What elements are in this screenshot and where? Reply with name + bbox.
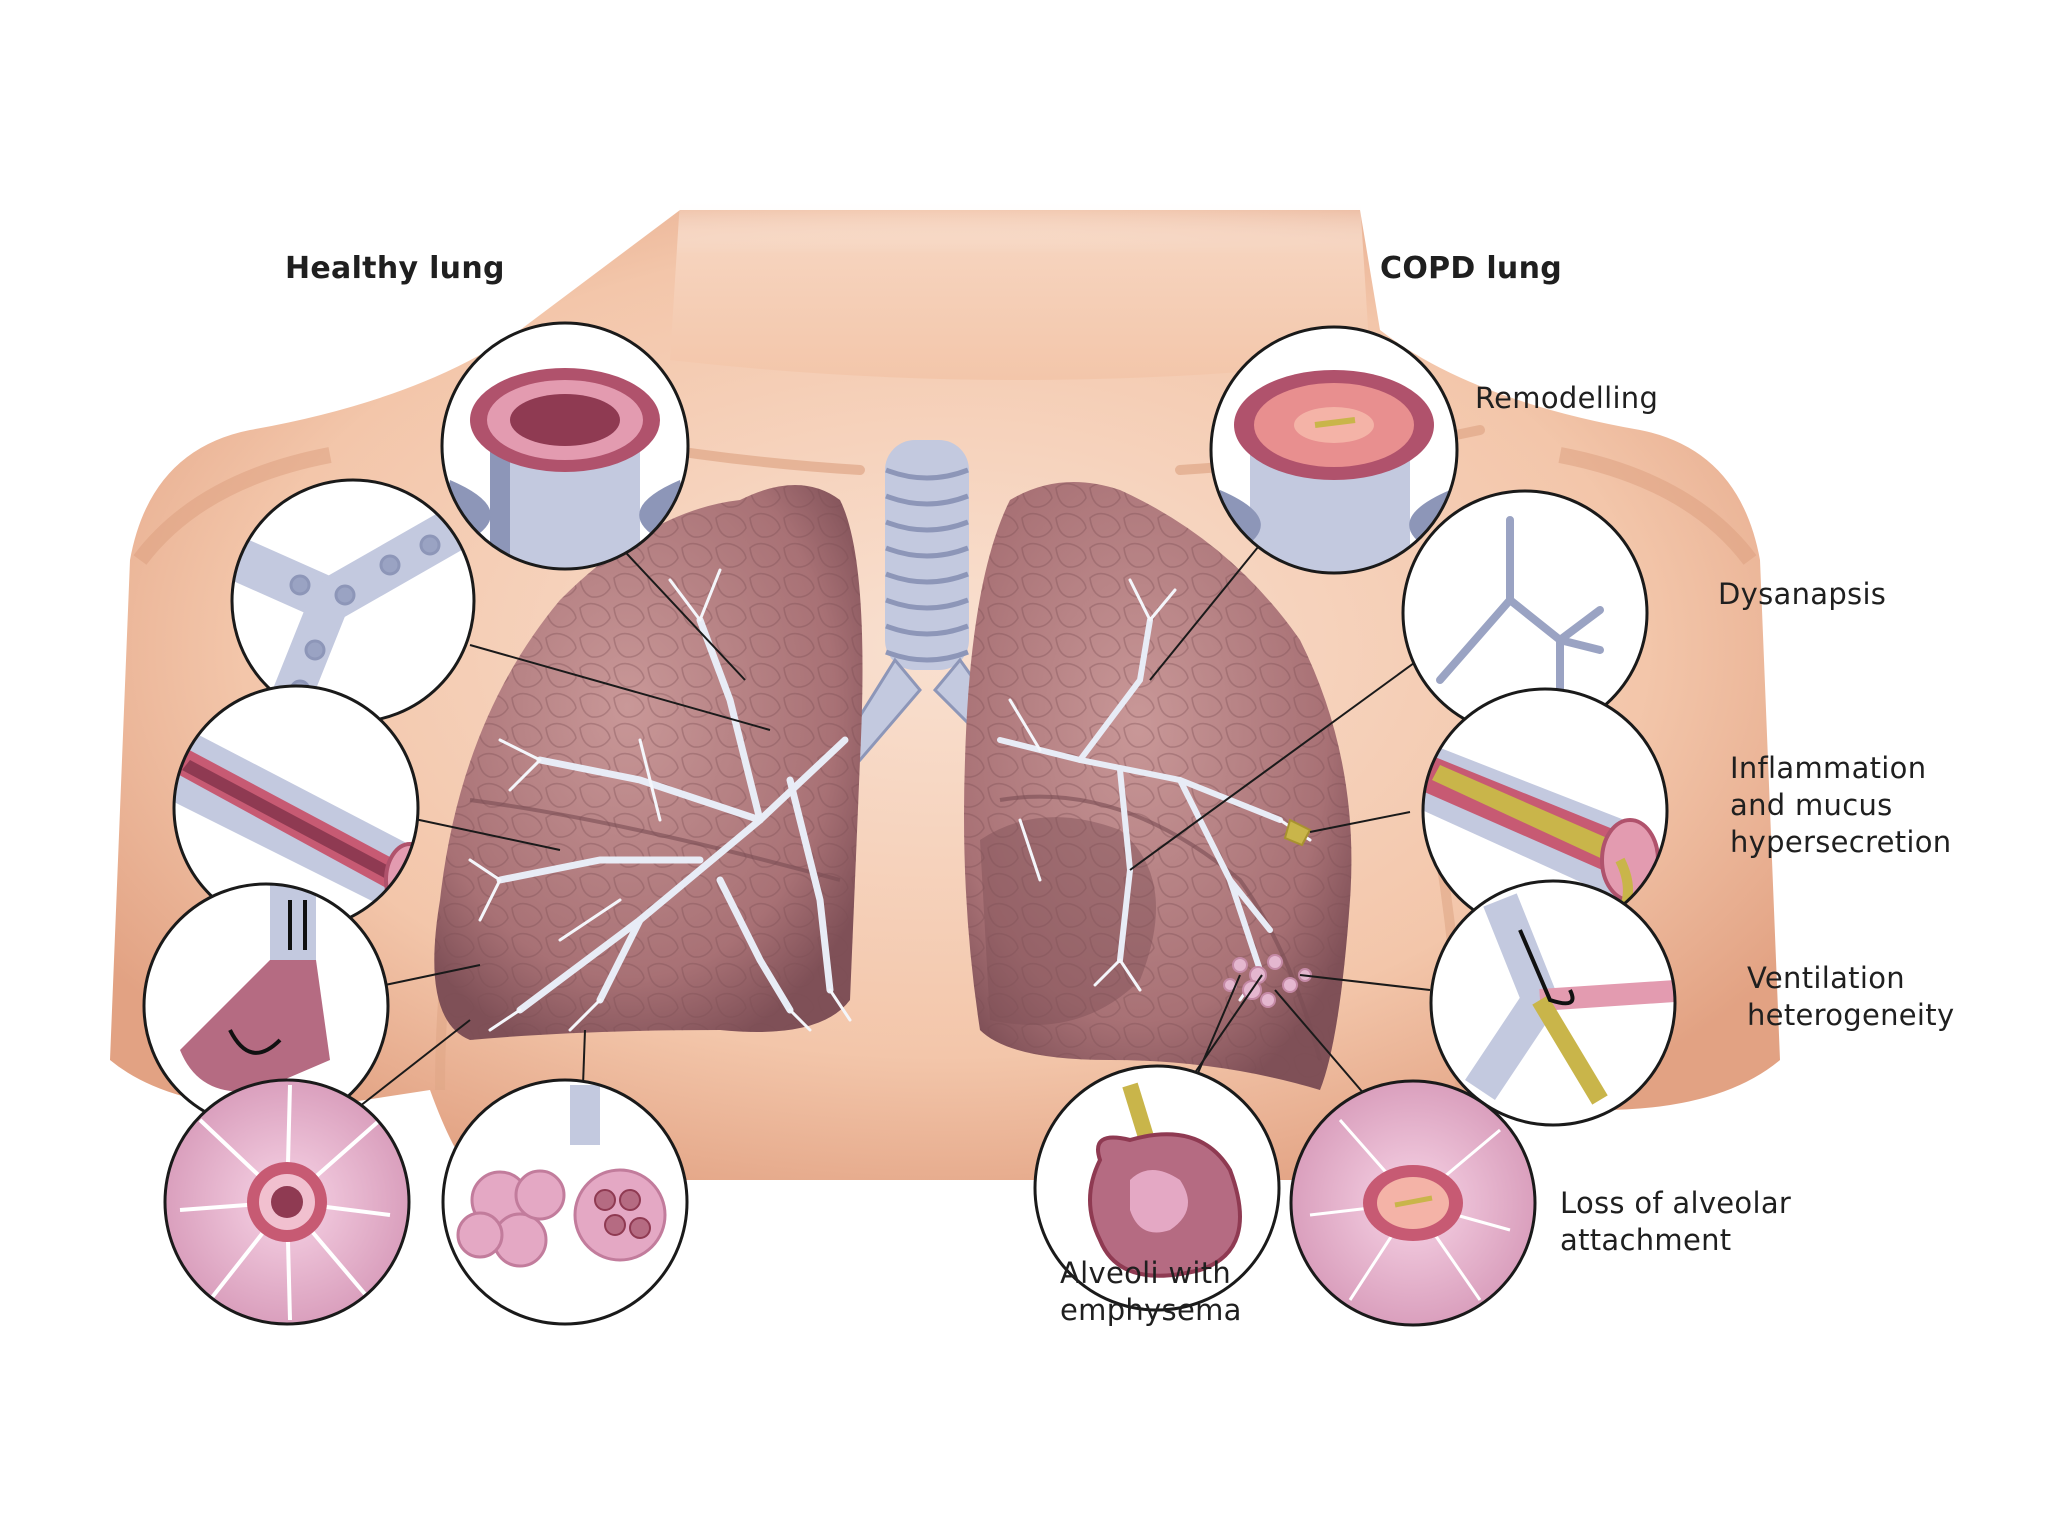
copd-lung-fissure: [999, 794, 1322, 1061]
shoulder-shadow-right: [1558, 447, 1757, 565]
label-inflammation: Inflammation and mucus hypersecretion: [1730, 750, 1952, 861]
shoulder-shadow-left: [133, 447, 332, 565]
healthy-bronchial-twigs: [468, 568, 852, 1032]
label-emphysema: Alveoli with emphysema: [1060, 1255, 1242, 1329]
copd-lung-heading: COPD lung: [1380, 251, 1563, 286]
label-emphysema-line-1: Alveoli with: [1060, 1256, 1232, 1290]
inset-healthy-bronchioles: [230, 478, 476, 724]
trachea-rings: [885, 467, 969, 663]
inset-copd-ventilation-heterogeneity: [1429, 879, 1677, 1127]
inset-copd-dysanapsis: [1401, 489, 1649, 737]
copd-lung-lobe-shadow: [980, 817, 1156, 1025]
inset-healthy-alveoli: [441, 1078, 689, 1326]
inset-copd-inflammation-mucus: [1421, 687, 1669, 935]
label-alveolar-attachment: Loss of alveolar attachment: [1560, 1185, 1791, 1259]
mucus-plug: [1283, 818, 1312, 847]
healthy-lung-fissure: [469, 798, 841, 882]
neck: [670, 200, 1370, 380]
label-ventilation-line-2: heterogeneity: [1747, 998, 1955, 1032]
inset-healthy-airway-longitudinal: [172, 684, 420, 932]
label-inflammation-line-3: hypersecretion: [1730, 825, 1952, 859]
healthy-bronchial-tree: [496, 616, 849, 1014]
inset-healthy-alveolar-attachment: [163, 1078, 411, 1326]
label-alveolar-attachment-line-2: attachment: [1560, 1223, 1732, 1257]
healthy-lung-heading: Healthy lung: [285, 251, 505, 286]
healthy-lung: [434, 485, 863, 1040]
label-emphysema-line-2: emphysema: [1060, 1293, 1242, 1327]
inset-healthy-airway-cross-section: [440, 321, 690, 571]
inset-copd-emphysema: [1033, 1064, 1281, 1312]
label-ventilation: Ventilation heterogeneity: [1747, 960, 1954, 1034]
label-inflammation-line-1: Inflammation: [1730, 751, 1927, 785]
label-dysanapsis: Dysanapsis: [1718, 577, 1887, 611]
inset-healthy-ventilation: [142, 882, 390, 1130]
label-inflammation-line-2: and mucus: [1730, 788, 1893, 822]
inset-copd-alveolar-attachment-loss: [1289, 1079, 1537, 1327]
label-ventilation-line-1: Ventilation: [1747, 961, 1905, 995]
label-remodelling: Remodelling: [1475, 381, 1659, 415]
inset-copd-remodelling: [1209, 325, 1459, 575]
label-alveolar-attachment-line-1: Loss of alveolar: [1560, 1186, 1792, 1220]
copd-lung: [964, 482, 1352, 1090]
